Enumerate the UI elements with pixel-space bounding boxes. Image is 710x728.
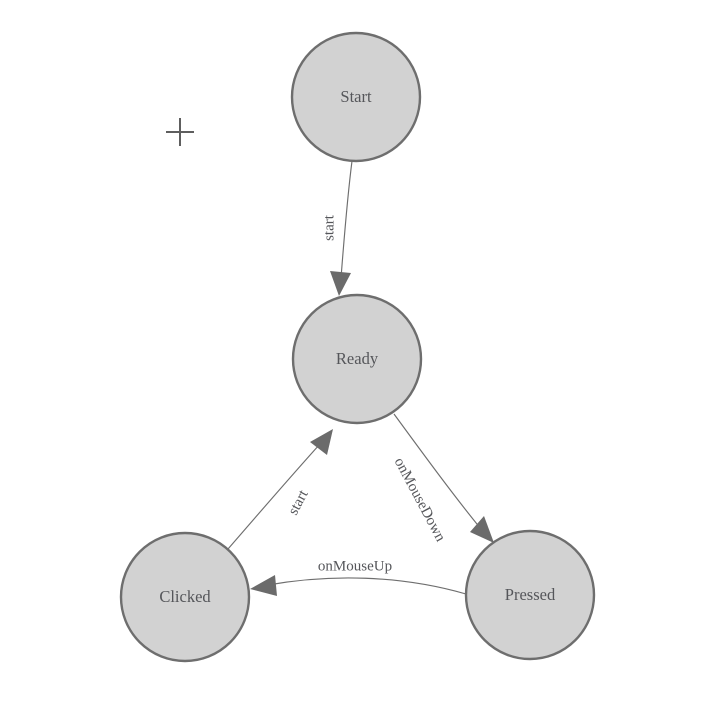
- node-start[interactable]: Start: [290, 31, 422, 163]
- node-label: Ready: [336, 349, 379, 368]
- node-label: Start: [340, 87, 372, 106]
- arrowhead-icon: [310, 429, 333, 455]
- crosshair-icon[interactable]: [166, 118, 194, 146]
- edge-clicked-to-ready[interactable]: start: [227, 429, 333, 550]
- edge-line: [267, 577, 467, 595]
- arrowhead-icon: [250, 575, 277, 596]
- edge-label: start: [285, 487, 312, 518]
- node-circle: [290, 31, 422, 163]
- edge-line: [393, 413, 482, 530]
- edge-line: [227, 443, 321, 550]
- node-clicked[interactable]: Clicked: [119, 531, 251, 663]
- edge-label: onMouseDown: [391, 455, 449, 545]
- node-label: Clicked: [159, 587, 211, 606]
- node-circle: [464, 529, 596, 661]
- arrowhead-icon: [470, 516, 494, 543]
- node-circle: [291, 293, 423, 425]
- node-ready[interactable]: Ready: [291, 293, 423, 425]
- node-pressed[interactable]: Pressed: [464, 529, 596, 661]
- node-circle: [119, 531, 251, 663]
- node-label: Pressed: [505, 585, 556, 604]
- edge-label: start: [321, 214, 337, 241]
- edge-start-to-ready[interactable]: start: [321, 160, 353, 296]
- edge-pressed-to-clicked[interactable]: onMouseUp: [250, 558, 467, 596]
- arrowhead-icon: [330, 271, 351, 296]
- edge-ready-to-pressed[interactable]: onMouseDown: [391, 413, 494, 545]
- edge-label: onMouseUp: [318, 558, 392, 574]
- edge-line: [340, 160, 353, 279]
